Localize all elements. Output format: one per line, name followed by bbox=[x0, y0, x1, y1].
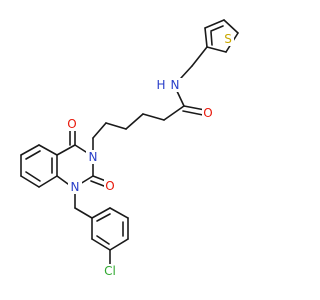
atom-label-s: S bbox=[224, 32, 232, 46]
c4-oxygen-atom: O bbox=[66, 117, 78, 131]
bond bbox=[91, 207, 111, 219]
bond bbox=[180, 65, 193, 79]
bond bbox=[56, 175, 69, 185]
bond bbox=[25, 150, 41, 160]
bond bbox=[56, 144, 76, 156]
bond-layer bbox=[20, 19, 239, 267]
bond bbox=[25, 171, 41, 182]
bond bbox=[91, 238, 111, 251]
bond bbox=[204, 19, 225, 29]
bond bbox=[204, 27, 208, 48]
bond bbox=[125, 113, 144, 130]
bond bbox=[210, 25, 224, 32]
n3-nitrogen-atom: N bbox=[86, 150, 100, 164]
bond bbox=[210, 31, 213, 46]
bond bbox=[206, 46, 227, 53]
bond bbox=[20, 175, 40, 188]
bond bbox=[109, 207, 129, 219]
sulfur-atom: S bbox=[222, 32, 234, 46]
bond bbox=[105, 122, 127, 130]
bond bbox=[183, 105, 206, 111]
amide-nitrogen-atom: N bbox=[168, 78, 182, 92]
bond bbox=[109, 238, 129, 251]
atom-label-n-amide: N bbox=[171, 78, 180, 92]
bond bbox=[92, 122, 107, 139]
bond bbox=[182, 110, 204, 116]
atom-label-n3: N bbox=[89, 150, 98, 164]
bond bbox=[96, 235, 110, 245]
n1-nitrogen-atom: N bbox=[68, 180, 82, 194]
bond bbox=[90, 180, 105, 187]
c2-oxygen-atom: O bbox=[104, 179, 116, 193]
chlorine-atom: Cl bbox=[101, 264, 119, 278]
atom-label-o-amide: O bbox=[203, 106, 212, 120]
bond bbox=[92, 175, 107, 182]
bond bbox=[79, 175, 94, 185]
bond bbox=[38, 144, 58, 156]
amide-hydrogen-atom: H bbox=[155, 78, 167, 92]
bond bbox=[20, 144, 40, 156]
amide-oxygen-atom: O bbox=[202, 106, 214, 120]
molecule-structure-diagram: S N H O O N O N bbox=[20, 19, 239, 278]
bond bbox=[74, 144, 87, 153]
bond bbox=[163, 105, 185, 121]
atom-label-layer: S N H O O N O N bbox=[66, 32, 234, 278]
atom-label-h-amide: H bbox=[156, 78, 165, 92]
bond bbox=[223, 19, 239, 34]
atom-label-o2: O bbox=[105, 179, 114, 193]
atom-label-o4: O bbox=[67, 117, 76, 131]
atom-label-cl: Cl bbox=[104, 264, 116, 278]
bond bbox=[96, 213, 111, 222]
bond bbox=[191, 46, 208, 67]
bond bbox=[74, 207, 93, 219]
bond bbox=[142, 113, 165, 121]
bond bbox=[38, 175, 58, 188]
atom-label-n1: N bbox=[71, 180, 80, 194]
